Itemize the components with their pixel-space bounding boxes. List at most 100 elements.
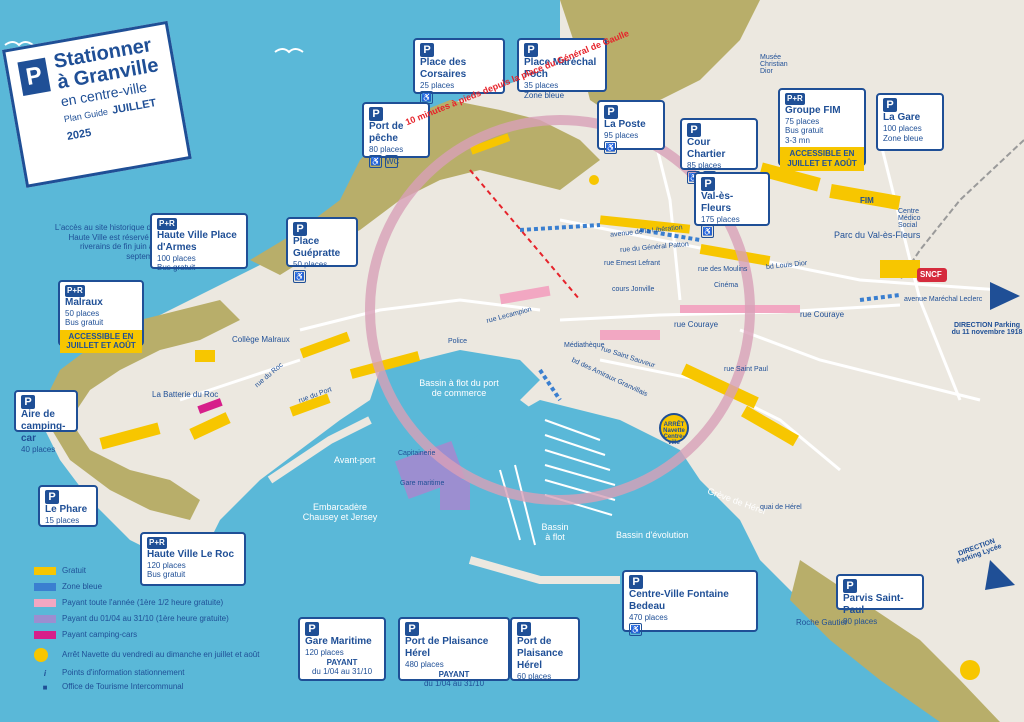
info-icon: i [43, 668, 47, 678]
legend-label: Payant du 01/04 au 31/10 (1ère heure gra… [62, 614, 229, 623]
bus-info: Bus gratuit [65, 318, 104, 328]
parking-p-icon: P [687, 123, 701, 137]
walk-path [469, 169, 581, 301]
parking-name: Gare Maritime [305, 636, 372, 647]
street-rue-couraye-2: rue Couraye [800, 310, 845, 319]
navette-icon [34, 648, 48, 662]
water-label-bassin-evolution: Bassin d'évolution [616, 530, 689, 540]
parking-places: 25 places [420, 81, 455, 90]
legend-label: Points d'information stationnement [62, 668, 185, 677]
legend-item-payant: Payant toute l'année (1ère 1/2 heure gra… [34, 598, 223, 610]
accessible-banner: ACCESSIBLE EN JUILLET ET AOÛT [60, 329, 142, 353]
label-parc-val-es-fleurs: Parc du Val-ès-Fleurs [834, 230, 921, 240]
parking-places: 100 places [157, 253, 196, 263]
breakwater-2 [468, 556, 620, 584]
payant-period: du 1/04 au 31/10 [423, 679, 485, 689]
disabled-access-icon: ♿ [293, 269, 306, 283]
toilets-icon: WC [385, 154, 400, 168]
parking-name: La Gare [883, 112, 921, 123]
parking-name: La Poste [604, 119, 646, 130]
tourism-office-icon: ■ [42, 682, 48, 692]
map-legend: Gratuit Zone bleue Payant toute l'année … [34, 566, 274, 706]
parking-name: Port de pêche [369, 121, 404, 144]
disabled-access-icon: ♿ [701, 224, 714, 238]
water-label-embarcadere: Embarcadère Chausey et Jersey [302, 502, 378, 522]
accessible-banner: ACCESSIBLE EN JUILLET ET AOÛT [780, 147, 864, 171]
label-police: Police [448, 338, 468, 345]
parking-p-icon: P [17, 57, 51, 96]
legend-item-gratuit: Gratuit [34, 566, 86, 578]
label-gare-maritime: Gare maritime [400, 480, 445, 487]
parking-p-icon: P [843, 579, 857, 593]
label-centre-medico: Centre Médico Social [898, 208, 921, 229]
zones-payant [499, 285, 800, 340]
parking-p-icon: P [883, 98, 897, 112]
zones-bleue [519, 223, 901, 402]
park-and-ride-icon: P+R [785, 93, 805, 105]
disabled-access-icon: ♿ [604, 140, 617, 154]
disabled-access-icon: ♿ [369, 154, 382, 168]
railway [899, 139, 1024, 281]
parking-name: Place des Corsaires [420, 57, 467, 80]
parking-places: 120 places [147, 560, 186, 570]
parking-name: Cour Chartier [687, 137, 726, 160]
parking-name: Port de Plaisance Hérel [517, 636, 564, 671]
bus-time: 3-3 mn [785, 135, 810, 145]
legend-item-zone-bleue: Zone bleue [34, 582, 102, 594]
bus-info: Bus gratuit [157, 263, 196, 273]
street-av-marechal-leclerc: avenue Maréchal Leclerc [904, 296, 983, 303]
street-rue-ernest-lefrant: rue Ernest Lefrant [604, 260, 661, 267]
label-musee-dior: Musée Christian Dior [760, 54, 788, 75]
parking-places: 470 places [629, 613, 668, 622]
parking-name: Centre-Ville Fontaine Bedeau [629, 589, 729, 612]
haute-ville-access-note: L'accès au site historique de la Haute V… [54, 223, 164, 261]
parking-p-icon: P [293, 222, 307, 236]
legend-item-office-tourisme: ■ Office de Tourisme Intercommunal [34, 682, 184, 694]
legend-label: Gratuit [62, 566, 87, 575]
label-college-malraux: Collège Malraux [232, 335, 290, 344]
zones-gratuit [99, 133, 920, 450]
basin-commerce [370, 350, 540, 440]
legend-swatch [34, 630, 56, 639]
parking-places: 120 places [305, 648, 344, 657]
parking-places: 50 places [293, 260, 328, 269]
label-cinema: Cinéma [714, 282, 739, 289]
parking-name: Le Phare [45, 504, 88, 515]
legend-label: Office de Tourisme Intercommunal [62, 682, 184, 691]
parking-name: Parvis Saint-Paul [843, 593, 904, 616]
bus-info: Bus gratuit [785, 126, 824, 136]
parking-name: Place Maréchal Foch [524, 57, 597, 80]
water-label-bassin-flot: Bassin à flot [541, 522, 569, 542]
parking-places: 15 places [45, 516, 80, 525]
parking-p-icon: P [517, 622, 531, 636]
parking-p-icon: P [701, 177, 715, 191]
parking-places: 80 places [843, 617, 878, 626]
legend-item-payant-saison: Payant du 01/04 au 31/10 (1ère heure gra… [34, 614, 229, 626]
parking-zone: Zone bleue [524, 90, 565, 100]
plan-guide-label: Plan Guide [63, 106, 109, 125]
parking-name: Val-ès-Fleurs [701, 191, 734, 214]
parking-name: Haute Ville Le Roc [147, 548, 235, 560]
parking-p-icon: P [524, 43, 538, 57]
label-quai-herel: quai de Hérel [760, 504, 802, 511]
legend-label: Payant toute l'année (1ère 1/2 heure gra… [62, 598, 224, 607]
